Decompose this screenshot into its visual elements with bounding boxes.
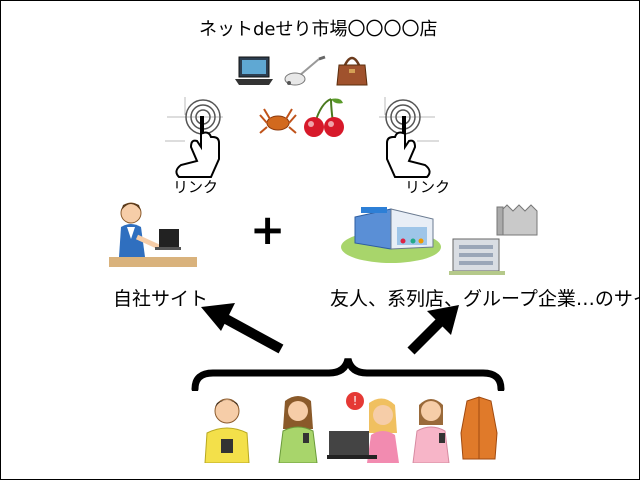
vacuum-icon xyxy=(284,55,326,86)
customer-icon xyxy=(204,398,250,463)
customer-icon: ! xyxy=(327,392,399,463)
handbag-icon xyxy=(336,56,368,86)
curly-brace-icon xyxy=(191,358,505,391)
svg-text:!: ! xyxy=(353,394,358,408)
customer-icon xyxy=(278,396,318,463)
laptop-icon xyxy=(235,56,273,85)
partner-site-label: 友人、系列店、グループ企業…のサイト xyxy=(330,288,640,310)
crab-icon xyxy=(259,108,297,134)
link-label-right: リンク xyxy=(405,178,451,196)
office-worker-icon xyxy=(109,197,197,271)
cherry-icon xyxy=(304,98,344,137)
customer-icon xyxy=(412,396,498,463)
store-icon xyxy=(341,207,441,263)
tap-hand-icon xyxy=(165,97,223,178)
arrow-to-own-site-icon xyxy=(201,303,284,354)
arrow-to-partner-site-icon xyxy=(407,305,459,355)
link-label-left: リンク xyxy=(173,178,219,196)
factory-icon xyxy=(449,204,538,275)
tap-hand-icon xyxy=(379,97,439,178)
own-site-label: 自社サイト xyxy=(113,288,209,310)
plus-sign: + xyxy=(250,205,286,254)
diagram-title: ネットdeせり市場〇〇〇〇店 xyxy=(199,19,438,40)
